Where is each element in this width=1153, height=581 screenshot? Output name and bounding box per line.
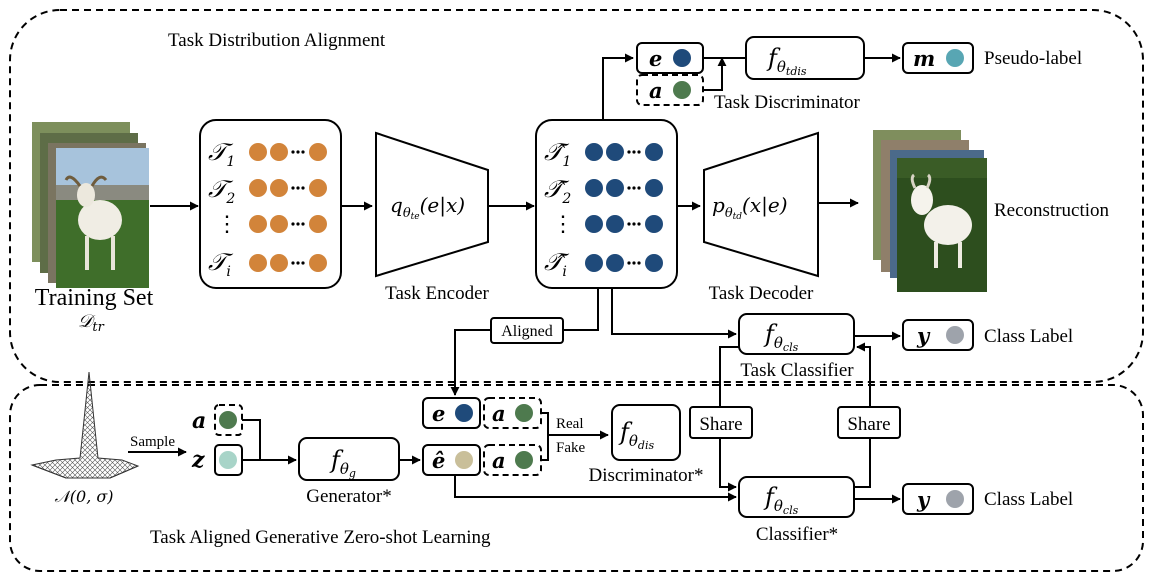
svg-text:y: y xyxy=(916,487,931,512)
svg-text:a: a xyxy=(492,401,506,426)
share-right-tag xyxy=(837,406,901,439)
classifier-label: Classifier* xyxy=(756,524,838,545)
task-classifier-label: Task Classifier xyxy=(740,360,854,381)
top-panel-title: Task Distribution Alignment xyxy=(168,30,386,51)
svg-text:Aligned: Aligned xyxy=(501,323,553,340)
task-decoder-label: Task Decoder xyxy=(709,283,814,304)
svg-text:m: m xyxy=(913,46,935,71)
task-list-box xyxy=(199,119,342,289)
svg-text:a: a xyxy=(492,448,506,473)
task-encoder-label: Task Encoder xyxy=(385,283,489,304)
generator-label: Generator* xyxy=(306,486,391,507)
task-classifier-box xyxy=(738,313,855,355)
gaussian-mesh xyxy=(30,371,140,479)
svg-text:a: a xyxy=(192,408,206,434)
pseudo-label-text: Pseudo-label xyxy=(984,48,1082,69)
bottom-panel xyxy=(9,384,1144,572)
discriminator-box xyxy=(611,404,681,461)
class-label-bottom-text: Class Label xyxy=(984,489,1073,510)
prior-label: 𝒩(0, σ) xyxy=(54,487,113,506)
training-set-label: Training Set xyxy=(35,285,154,311)
svg-text:a: a xyxy=(649,78,663,103)
svg-text:e: e xyxy=(649,46,662,71)
classifier-box xyxy=(738,476,855,518)
disc-input-e xyxy=(636,42,704,74)
navy-dots xyxy=(585,143,663,272)
orange-dots xyxy=(249,143,327,272)
reconstruction-label: Reconstruction xyxy=(994,200,1110,221)
training-set-images xyxy=(32,122,149,288)
svg-text:⋮: ⋮ xyxy=(552,211,574,236)
top-panel xyxy=(9,9,1144,383)
svg-text:⋮: ⋮ xyxy=(216,211,238,236)
svg-text:e: e xyxy=(432,401,445,426)
svg-text:Fake: Fake xyxy=(556,440,586,456)
task-encoder-formula: qθte(e|x) xyxy=(390,193,465,222)
svg-text:Real: Real xyxy=(556,416,584,432)
share-left-tag xyxy=(689,406,753,439)
task-discriminator-label: Task Discriminator xyxy=(714,92,861,113)
class-label-top-text: Class Label xyxy=(984,326,1073,347)
svg-text:Share: Share xyxy=(847,414,890,435)
reconstruction-images xyxy=(873,130,987,292)
discriminator-label: Discriminator* xyxy=(588,465,703,486)
svg-text:z: z xyxy=(191,447,205,473)
task-decoder-formula: pθtd(x|e) xyxy=(712,193,788,222)
sample-label: Sample xyxy=(130,434,175,450)
disc-input-a xyxy=(636,74,704,106)
training-set-sublabel: 𝒟tr xyxy=(78,311,105,335)
aligned-task-box xyxy=(535,119,678,289)
aligned-task-rows: 𝒯̂1 𝒯̂2 ⋮ 𝒯̂i xyxy=(544,138,574,280)
svg-text:Share: Share xyxy=(699,414,742,435)
task-discriminator-formula: fθtdis xyxy=(766,44,807,78)
svg-text:y: y xyxy=(916,323,931,348)
svg-text:ê: ê xyxy=(432,448,445,473)
bottom-panel-title: Task Aligned Generative Zero-shot Learni… xyxy=(150,527,491,548)
task-decoder-shape xyxy=(703,131,819,278)
task-encoder-shape xyxy=(375,131,489,278)
